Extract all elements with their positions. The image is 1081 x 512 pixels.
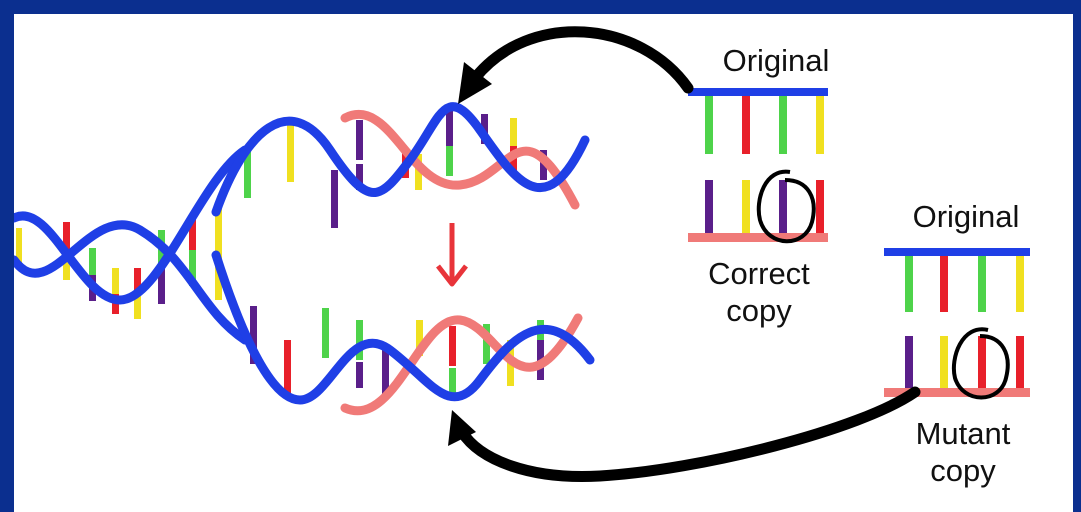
top-original-label: Original [722, 43, 830, 78]
inset-original-backbone [688, 88, 828, 96]
hand-drawn-circle-2 [952, 327, 1010, 400]
parent-strand-1 [14, 145, 250, 305]
mutant-copy-label-line1: Mutant [915, 416, 1011, 451]
mutant-copy-inset [884, 248, 1030, 400]
bottom-original-strand [211, 250, 595, 405]
correct-copy-inset [688, 88, 828, 244]
correct-copy-label-line2: copy [726, 293, 792, 328]
inset2-original-backbone [884, 248, 1030, 256]
parent-helix [14, 145, 250, 345]
inset2-mutant-backbone [884, 388, 1030, 397]
right-original-label: Original [912, 199, 1020, 234]
top-original-strand [211, 102, 590, 217]
parent-strand-2 [14, 220, 250, 345]
mutant-copy-label-line2: copy [930, 453, 996, 488]
bottom-daughter-helix [211, 250, 595, 416]
hand-drawn-circle [756, 169, 816, 244]
top-copy-strand [340, 110, 580, 210]
dna-replication-diagram [14, 26, 1030, 483]
black-arrow-bottom [448, 386, 921, 483]
black-arrow-top [458, 26, 694, 104]
red-down-arrow [436, 223, 468, 287]
diagram-panel: Original Correct copy Original Mutant co… [14, 14, 1073, 512]
inset-correct-backbone [688, 233, 828, 242]
bottom-copy-strand [340, 313, 583, 416]
top-daughter-helix [211, 102, 590, 228]
correct-copy-label-line1: Correct [708, 256, 810, 291]
